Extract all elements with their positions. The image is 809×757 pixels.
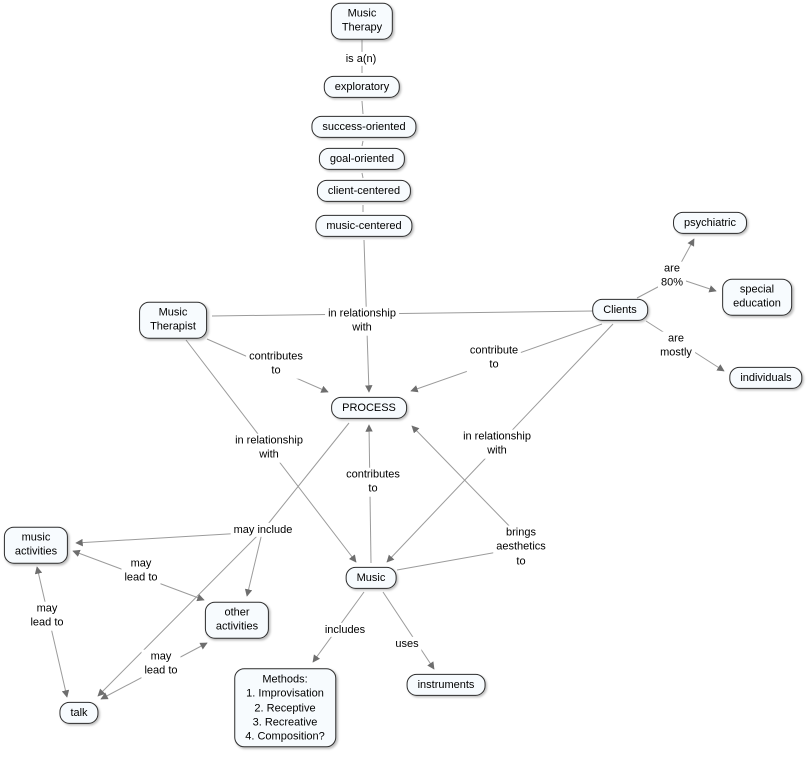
edge-may-include--other-activities	[244, 532, 263, 597]
link-label-may-lead-to-2: may lead to	[27, 601, 67, 631]
edge-goal-oriented--client-centered	[361, 172, 364, 179]
node-music-activities[interactable]: music activities	[3, 526, 69, 564]
edge-music-therapist--clients	[211, 310, 594, 317]
node-clients[interactable]: Clients	[592, 298, 648, 322]
node-special-education[interactable]: special education	[722, 278, 792, 316]
link-label-includes: includes	[321, 622, 369, 638]
edge-process--may-include	[263, 422, 350, 530]
node-music-therapy[interactable]: Music Therapy	[330, 2, 394, 40]
link-label-may-lead-to-1: may lead to	[121, 556, 161, 586]
link-label-in-relationship-with-center: in relationship with	[325, 306, 399, 336]
link-label-in-relationship-with-left: in relationship with	[232, 433, 306, 463]
edge-may-include--music-activities	[75, 531, 262, 547]
link-label-contributes-to-left: contributes to	[246, 349, 306, 379]
node-talk[interactable]: talk	[59, 701, 99, 725]
link-label-is-an: is a(n)	[342, 51, 380, 67]
node-individuals[interactable]: individuals	[729, 366, 803, 390]
node-success-oriented[interactable]: success-oriented	[311, 115, 417, 139]
edge-music-activities--talk	[34, 566, 70, 698]
node-instruments[interactable]: instruments	[406, 673, 486, 697]
node-other-activities[interactable]: other activities	[204, 601, 270, 639]
link-label-uses: uses	[392, 636, 422, 652]
link-label-are-80: are 80%	[657, 261, 687, 291]
node-psychiatric[interactable]: psychiatric	[673, 211, 747, 235]
node-music-therapist[interactable]: Music Therapist	[139, 301, 207, 339]
edge-exploratory--success-oriented	[361, 100, 364, 115]
link-label-contribute-to: contribute to	[466, 343, 522, 373]
link-label-brings-aesthetics-to: brings aesthetics to	[493, 525, 549, 569]
edge-success-oriented--goal-oriented	[361, 140, 364, 147]
link-label-contributes-to-bottom: contributes to	[343, 467, 403, 497]
node-goal-oriented[interactable]: goal-oriented	[318, 147, 406, 171]
link-label-in-relationship-with-right: in relationship with	[460, 429, 534, 459]
node-process[interactable]: PROCESS	[331, 396, 407, 420]
node-client-centered[interactable]: client-centered	[316, 179, 412, 203]
node-exploratory[interactable]: exploratory	[323, 75, 401, 99]
link-label-are-mostly: are mostly	[657, 331, 695, 361]
node-music-centered[interactable]: music-centered	[315, 214, 413, 238]
edge-music--instruments	[382, 591, 435, 670]
edge-brings-aesthetics--process	[411, 425, 519, 536]
node-methods[interactable]: Methods: 1. Improvisation 2. Receptive 3…	[234, 668, 336, 748]
link-label-may-lead-to-3: may lead to	[141, 649, 181, 679]
link-label-may-include: may include	[230, 522, 296, 538]
node-music[interactable]: Music	[345, 566, 397, 590]
